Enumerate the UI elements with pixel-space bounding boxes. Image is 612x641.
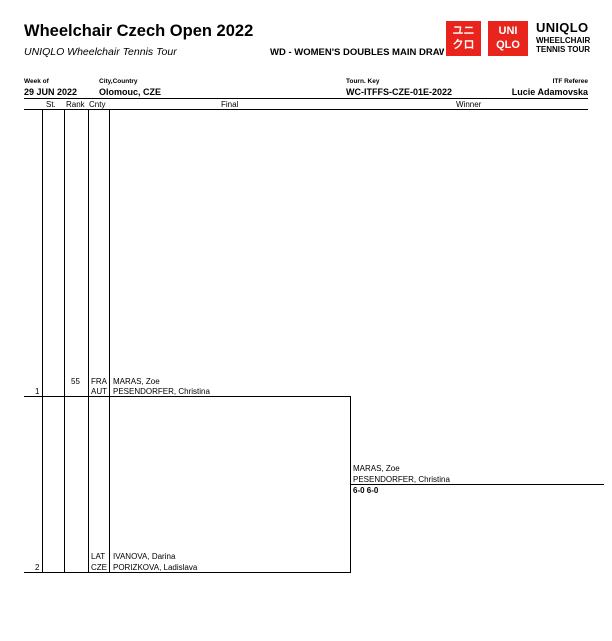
col-header-seed: St.	[46, 100, 56, 109]
header-top-rule	[24, 98, 588, 99]
player-name: PORIZKOVA, Ladislava	[113, 563, 198, 572]
col-header-winner: Winner	[456, 100, 482, 109]
col-divider-name	[109, 109, 110, 572]
winner-player: MARAS, Zoe	[353, 464, 400, 473]
logo-right-text: UNI QLO	[496, 25, 520, 51]
col-divider-rank	[64, 109, 65, 572]
draw-line	[24, 572, 351, 573]
tournament-key-label: Tourn. Key	[346, 78, 380, 85]
winner-line	[350, 484, 604, 485]
draw-line	[24, 396, 351, 397]
final-score: 6-0 6-0	[353, 486, 379, 495]
header-bottom-rule	[24, 109, 588, 110]
draw-line-number: 1	[35, 387, 40, 396]
brand-tagline: WHEELCHAIR TENNIS TOUR	[536, 36, 591, 54]
tour-subtitle: UNIQLO Wheelchair Tennis Tour	[24, 46, 177, 58]
player-name: IVANOVA, Darina	[113, 552, 176, 561]
tournament-key-value: WC-ITFFS-CZE-01E-2022	[346, 87, 453, 97]
city-value: Olomouc, CZE	[99, 87, 162, 97]
col-header-final: Final	[221, 100, 239, 109]
player-country: AUT	[91, 387, 107, 396]
referee-label: ITF Referee	[552, 78, 588, 85]
col-header-rank: Rank	[66, 100, 85, 109]
player-name: MARAS, Zoe	[113, 377, 160, 386]
col-divider-seed	[42, 109, 43, 572]
tournament-title: Wheelchair Czech Open 2022	[24, 22, 254, 40]
player-country: FRA	[91, 377, 107, 386]
col-divider-country	[88, 109, 89, 572]
uniqlo-katakana-logo: ユニ クロ	[446, 21, 481, 56]
player-country: LAT	[91, 552, 106, 561]
brand-name: UNIQLO	[536, 20, 589, 35]
draw-line-number: 2	[35, 563, 40, 572]
uniqlo-logo: UNI QLO	[488, 21, 528, 56]
player-country: CZE	[91, 563, 107, 572]
week-value: 29 JUN 2022	[24, 87, 78, 97]
city-label: City,Country	[99, 78, 138, 85]
winner-player: PESENDORFER, Christina	[353, 475, 450, 484]
referee-value: Lucie Adamovska	[511, 87, 588, 97]
event-name: WD - WOMEN'S DOUBLES MAIN DRAW	[270, 47, 444, 58]
logo-left-text: ユニ クロ	[452, 25, 475, 51]
week-label: Week of	[24, 78, 49, 85]
rank-value: 55	[71, 377, 80, 386]
player-name: PESENDORFER, Christina	[113, 387, 210, 396]
col-header-country: Cnty	[89, 100, 106, 109]
